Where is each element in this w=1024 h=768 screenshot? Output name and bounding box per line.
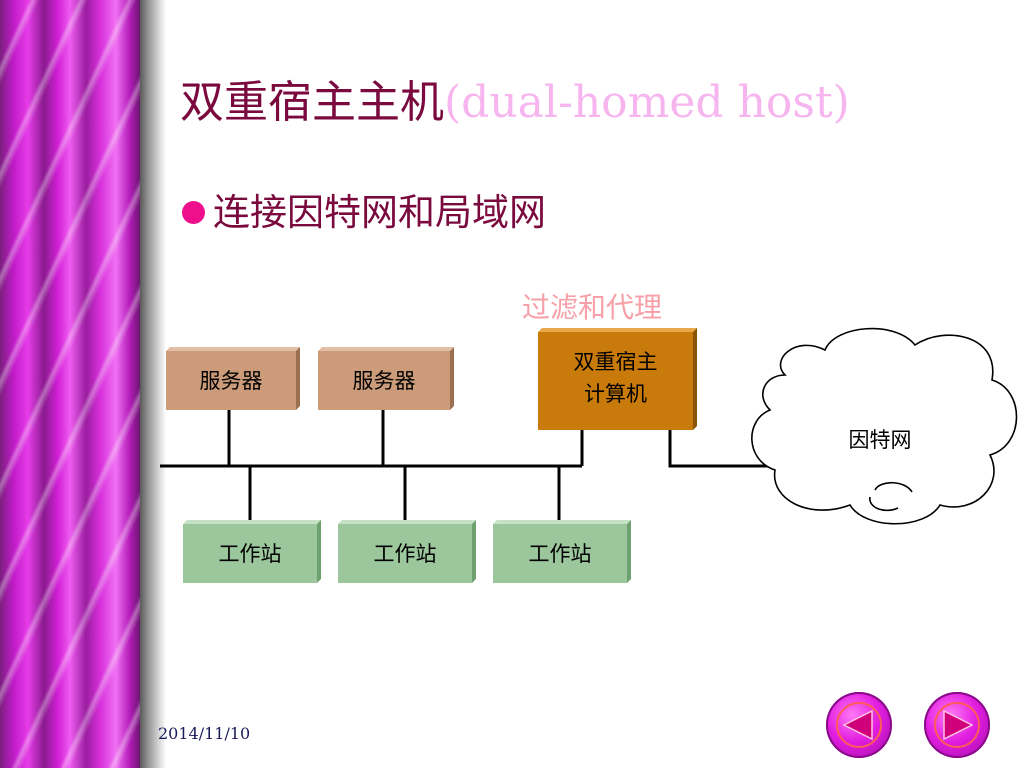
internet-label: 因特网	[848, 428, 912, 452]
workstation-box-2	[338, 520, 476, 583]
next-arrow-icon	[934, 702, 980, 748]
workstation-label-2: 工作站	[373, 542, 437, 566]
title-english: (dual-homed host)	[444, 77, 850, 128]
host-label-line2: 计算机	[584, 382, 647, 406]
bullet-dot-icon	[182, 201, 205, 224]
network-lines	[160, 410, 770, 524]
slide-title: 双重宿主主机(dual-homed host)	[180, 66, 850, 130]
workstation-label-3: 工作站	[528, 542, 592, 566]
previous-slide-button[interactable]	[826, 692, 892, 758]
workstation-box-3	[493, 520, 631, 583]
host-label: 双重宿主 计算机	[538, 346, 693, 410]
previous-arrow-icon	[836, 702, 882, 748]
bullet-text: 连接因特网和局域网	[213, 191, 546, 234]
host-box	[538, 328, 697, 430]
next-slide-button[interactable]	[924, 692, 990, 758]
workstation-label-1: 工作站	[218, 542, 282, 566]
server-label-1: 服务器	[199, 369, 263, 393]
server-box-1	[166, 347, 300, 410]
server-box-2	[318, 347, 454, 410]
host-internet-link	[668, 430, 770, 468]
host-label-line1: 双重宿主	[573, 350, 658, 374]
decorative-stripe-band	[0, 0, 140, 768]
internet-cloud-icon	[751, 327, 1018, 525]
server-label-2: 服务器	[352, 369, 416, 393]
slide-date: 2014/11/10	[158, 724, 251, 743]
workstation-box-1	[183, 520, 321, 583]
bullet-item: 连接因特网和局域网	[182, 182, 546, 236]
decorative-shadow-band	[140, 0, 166, 768]
filter-proxy-label: 过滤和代理	[522, 291, 663, 324]
title-chinese: 双重宿主主机	[180, 77, 444, 128]
